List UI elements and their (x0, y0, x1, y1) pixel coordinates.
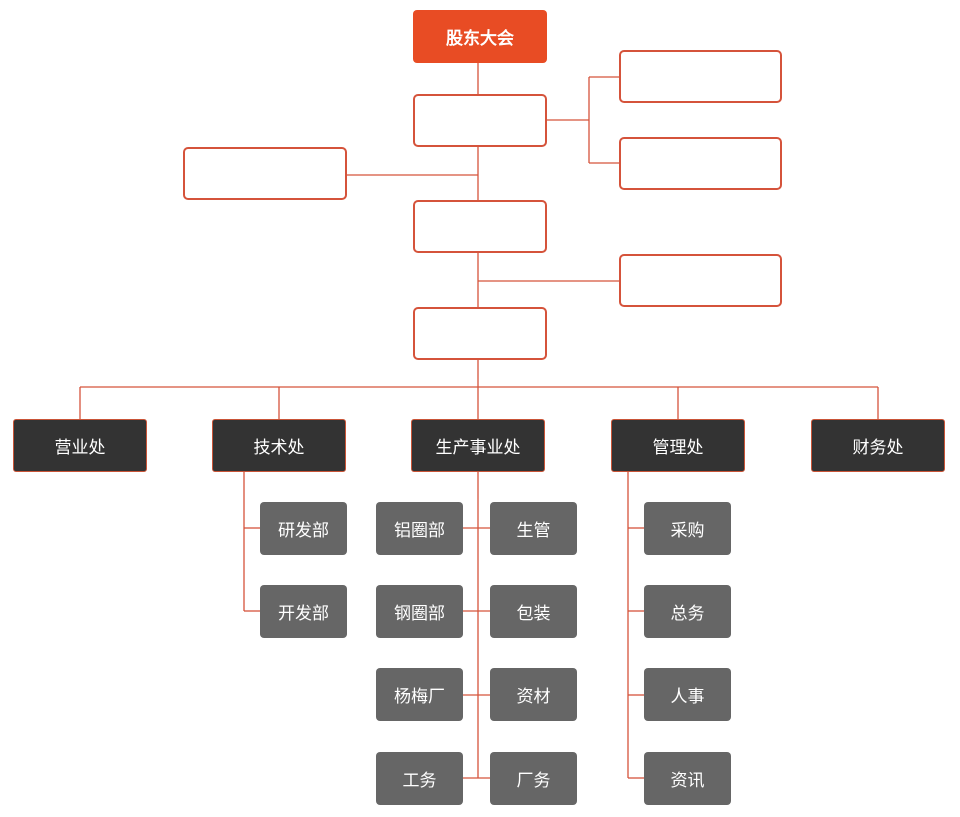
management-unit-hr: 人事 (644, 668, 731, 721)
tech-unit-rd: 研发部 (260, 502, 347, 555)
department-finance: 财务处 (811, 419, 945, 472)
production-unit-engineering: 工务 (376, 752, 463, 805)
empty-node-right-1 (619, 50, 782, 103)
production-unit-production-control: 生管 (490, 502, 577, 555)
empty-node-left (183, 147, 347, 200)
department-production: 生产事业处 (411, 419, 545, 472)
management-unit-it: 资讯 (644, 752, 731, 805)
management-unit-purchasing: 采购 (644, 502, 731, 555)
production-unit-aluminum-rim: 铝圈部 (376, 502, 463, 555)
production-unit-packaging: 包装 (490, 585, 577, 638)
tech-unit-development: 开发部 (260, 585, 347, 638)
production-unit-yangmei-plant: 杨梅厂 (376, 668, 463, 721)
department-sales: 营业处 (13, 419, 147, 472)
shareholders-meeting-node: 股东大会 (413, 10, 547, 63)
production-unit-steel-rim: 钢圈部 (376, 585, 463, 638)
department-management: 管理处 (611, 419, 745, 472)
empty-node-level-2 (413, 200, 547, 253)
production-unit-materials: 资材 (490, 668, 577, 721)
empty-node-right-2 (619, 137, 782, 190)
empty-node-right-3 (619, 254, 782, 307)
empty-node-level-1 (413, 94, 547, 147)
empty-node-level-3 (413, 307, 547, 360)
department-tech: 技术处 (212, 419, 346, 472)
production-unit-plant-affairs: 厂务 (490, 752, 577, 805)
management-unit-general-affairs: 总务 (644, 585, 731, 638)
